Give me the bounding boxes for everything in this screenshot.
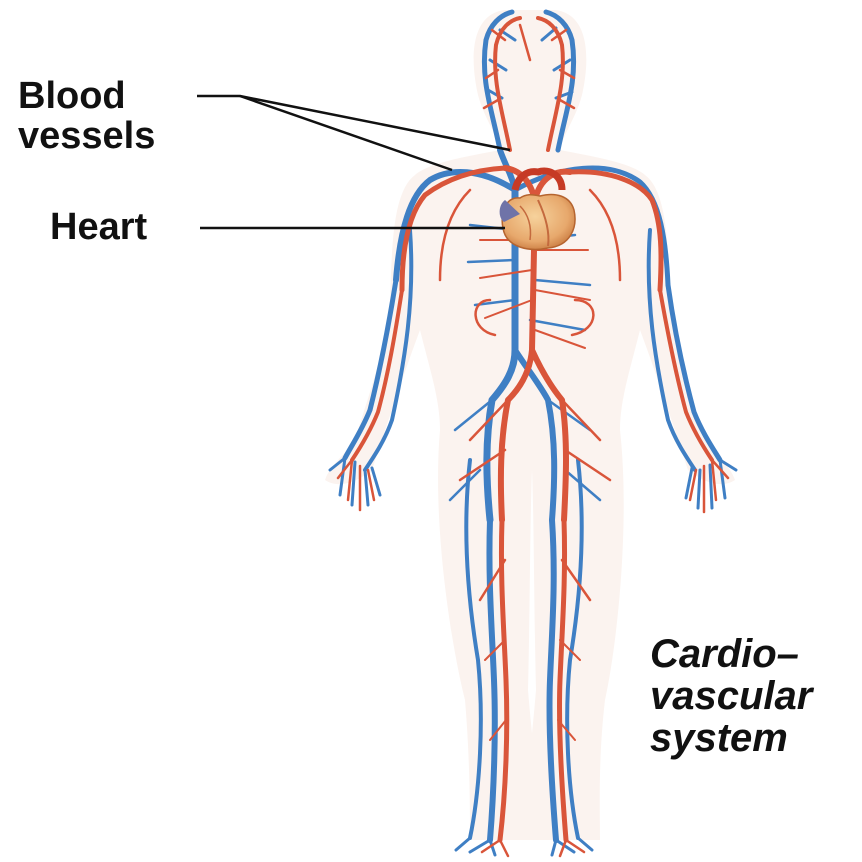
- label-heart: Heart: [50, 207, 147, 247]
- label-blood-vessels-line1: Blood: [18, 76, 155, 116]
- label-blood-vessels: Blood vessels: [18, 76, 155, 156]
- label-system-line2: vascular: [650, 675, 812, 717]
- leader-line-blood-vessels-upper: [197, 96, 510, 150]
- label-system-line3: system: [650, 717, 812, 759]
- label-cardiovascular-system: Cardio– vascular system: [650, 633, 812, 759]
- label-blood-vessels-line2: vessels: [18, 116, 155, 156]
- label-system-line1: Cardio–: [650, 633, 812, 675]
